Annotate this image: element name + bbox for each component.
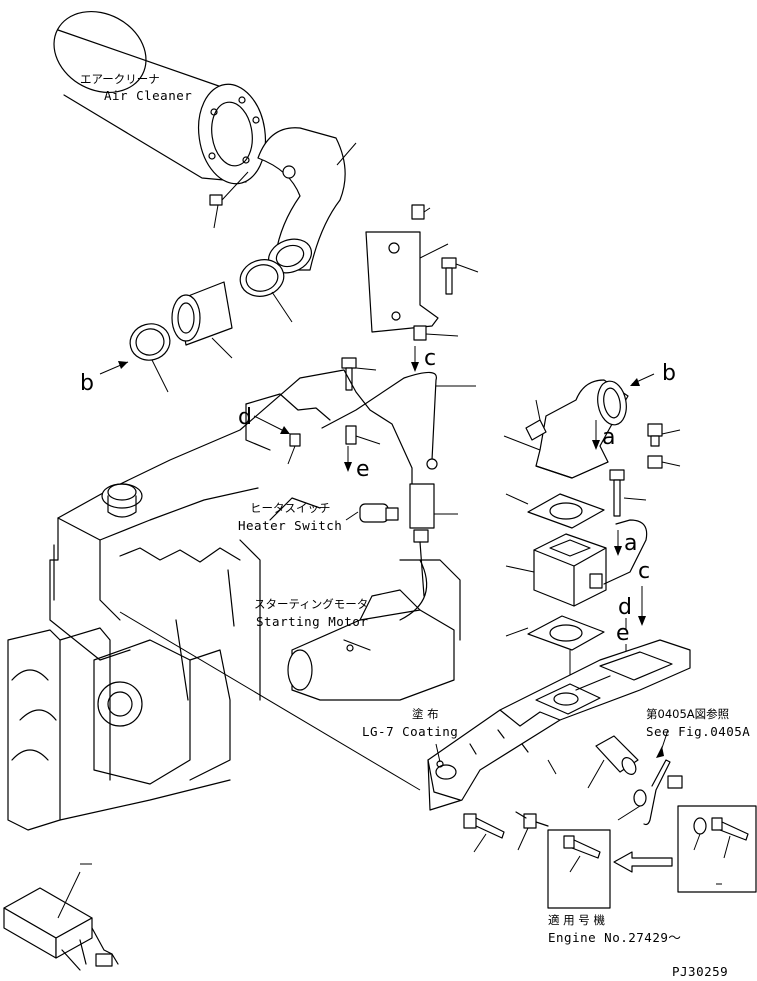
see-fig-label: See Fig.0405A	[646, 724, 750, 739]
sensor-bolt	[341, 357, 381, 445]
ref-letter-e-upper: e	[356, 457, 370, 482]
ref-cde-arrows-right: c d e	[616, 559, 650, 664]
exhaust-elbow	[503, 379, 629, 479]
engine-no-detail	[547, 805, 757, 909]
air-cleaner	[53, 10, 267, 185]
air-cleaner-label-jp: エアークリーナ	[80, 72, 160, 86]
see-fig-label-jp: 第0405A図参照	[646, 707, 729, 721]
elbow-bolt	[609, 469, 647, 517]
bracket-bolt	[441, 257, 479, 295]
intake-elbow	[257, 127, 357, 274]
ref-c-arrow-down: c	[411, 346, 436, 372]
engine-block	[7, 369, 421, 831]
ref-e-arrow-upper: e	[344, 446, 370, 482]
ref-letter-b-right: b	[662, 361, 676, 386]
heater-switch	[345, 483, 458, 597]
heater-wire	[321, 371, 476, 470]
air-cleaner-label: Air Cleaner	[104, 88, 192, 103]
intake-manifold	[427, 639, 691, 811]
starting-motor-label: Starting Motor	[256, 614, 368, 629]
heater-switch-label: Heater Switch	[238, 518, 342, 533]
figure-code: PJ30259	[672, 964, 728, 979]
ref-letter-b: b	[80, 371, 94, 396]
mounting-bracket	[365, 204, 479, 341]
ref-a-arrow-heater: a	[614, 530, 637, 556]
ref-b-arrow-right: b	[630, 361, 676, 386]
ref-letter-e-right: e	[616, 621, 630, 646]
ref-b-arrow-left: b	[80, 361, 129, 396]
coating-label-jp: 塗 布	[412, 707, 439, 721]
manifold-bolts	[463, 811, 549, 853]
ref-letter-d-right: d	[618, 595, 632, 620]
ref-letter-a-heater: a	[624, 531, 637, 556]
coating-label: LG-7 Coating	[362, 724, 458, 739]
ref-letter-c-right: c	[638, 559, 650, 584]
ref-letter-d-upper: d	[238, 405, 252, 430]
ref-letter-a-elbow: a	[602, 425, 615, 450]
ref-letter-c-top: c	[424, 346, 436, 371]
gasket-upper	[505, 493, 605, 529]
manifold-sleeve	[587, 735, 647, 821]
arrow-right-icon	[613, 851, 673, 873]
engine-no-label-jp: 適 用 号 機	[548, 913, 605, 927]
small-bolt	[209, 171, 249, 229]
ref-d-arrow-upper: d	[238, 405, 301, 465]
hose-clamps	[129, 259, 293, 393]
engine-no-label: Engine No.27429～	[548, 930, 681, 945]
starting-motor	[287, 559, 461, 701]
heater-switch-label-jp: ヒータスイッチ	[250, 501, 331, 515]
ref-a-arrow-elbow: a	[592, 420, 615, 450]
lifting-tool	[3, 863, 119, 971]
intake-heater	[505, 519, 648, 607]
elbow-studs	[525, 399, 681, 469]
harness-clip	[643, 729, 683, 826]
starting-motor-label-jp: スターティングモータ	[254, 597, 368, 611]
